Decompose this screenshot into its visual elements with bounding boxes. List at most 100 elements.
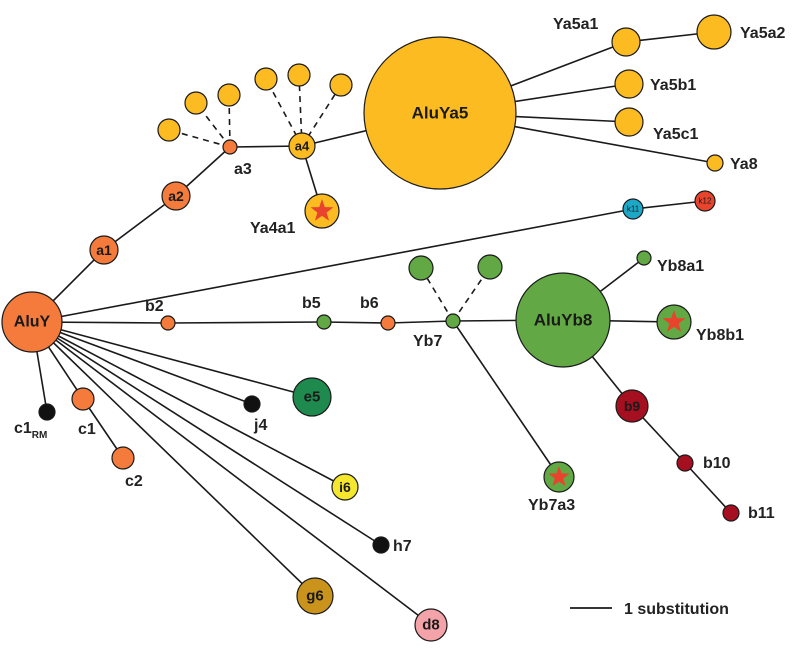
edge-aluy-i6 [31, 321, 346, 488]
label-yb8b1: Yb8b1 [696, 327, 744, 344]
label-aluy: AluY [14, 314, 51, 331]
node-aluyb8 [515, 272, 611, 368]
node-a1 [89, 235, 119, 265]
label-b5: b5 [302, 295, 321, 312]
node-c1rm [38, 403, 56, 421]
star-yb8b1-icon [662, 310, 686, 332]
node-b6 [380, 315, 396, 331]
edge-yb7-yb7a3 [452, 320, 560, 478]
label-g6: g6 [306, 588, 324, 605]
node-i6 [331, 473, 359, 501]
node-a2 [161, 181, 191, 211]
label-b11: b11 [748, 505, 775, 522]
inner-labels: AluYa5 AluYb8 AluY a1 a2 a4 e5 i6 g6 d8 … [14, 104, 712, 634]
label-c1rm: c1RM [14, 420, 47, 441]
edge-c1-c2 [82, 398, 124, 459]
node-b11 [722, 504, 740, 522]
node-dashed-a3-3 [217, 83, 241, 107]
node-dashed-a4-3 [329, 73, 353, 97]
node-a3 [222, 139, 238, 155]
edge-aluy-k11 [31, 208, 634, 323]
label-a1: a1 [96, 242, 112, 258]
label-aluyb8: AluYb8 [534, 311, 593, 330]
label-j4: j4 [253, 417, 267, 434]
label-a2: a2 [168, 188, 184, 204]
edge-b6-yb7 [387, 320, 454, 324]
edge-aluy-e5 [31, 321, 313, 398]
node-h7 [372, 536, 390, 554]
label-yb7: Yb7 [413, 333, 442, 350]
node-a4 [288, 132, 316, 160]
scale-bar: 1 substitution [570, 601, 729, 618]
node-dashed-yb7-1 [408, 255, 434, 281]
outer-labels: Ya5a1 Ya5a2 Ya5b1 Ya5c1 Ya8 a3 Ya4a1 b2 … [14, 16, 785, 555]
label-h7: h7 [393, 538, 412, 555]
label-yb7a3: Yb7a3 [528, 497, 575, 514]
label-ya4a1: Ya4a1 [250, 220, 295, 237]
label-k12: k12 [699, 197, 712, 206]
label-i6: i6 [339, 479, 351, 495]
node-ya5a2 [696, 14, 732, 50]
node-ya5c1 [614, 107, 644, 137]
label-yb8a1: Yb8a1 [657, 258, 704, 275]
label-c1: c1 [78, 421, 96, 438]
label-c1rm-sub: RM [32, 430, 48, 441]
network-nodes [1, 14, 740, 642]
star-yb7a3-icon [548, 466, 570, 486]
node-yb8a1 [636, 250, 652, 266]
node-yb7 [445, 313, 461, 329]
node-b9 [615, 389, 649, 423]
star-ya4a1-icon [310, 199, 334, 221]
node-ya5b1 [614, 69, 644, 99]
label-d8: d8 [422, 617, 440, 634]
edge-k11-k12 [632, 200, 706, 210]
label-c1rm-main: c1 [14, 420, 32, 437]
node-aluy [1, 291, 63, 353]
node-dashed-a3-2 [184, 91, 208, 115]
scale-bar-label: 1 substitution [624, 601, 729, 618]
label-b6: b6 [360, 295, 379, 312]
label-a4: a4 [295, 139, 310, 154]
edge-aluy-g6 [31, 321, 316, 597]
node-dashed-a4-1 [254, 67, 278, 91]
node-c1 [71, 387, 95, 411]
node-g6 [296, 577, 334, 615]
node-dashed-a3-1 [157, 118, 181, 142]
label-ya5c1: Ya5c1 [653, 126, 698, 143]
edge-dashed-a3-3 [228, 94, 231, 148]
node-ya5a1 [611, 27, 641, 57]
node-c2 [111, 446, 135, 470]
label-c2: c2 [125, 473, 143, 490]
label-ya8: Ya8 [730, 156, 758, 173]
edge-aluy-h7 [31, 321, 382, 546]
label-aluya5: AluYa5 [412, 104, 469, 123]
label-b2: b2 [145, 298, 164, 315]
label-b9: b9 [624, 398, 641, 414]
stars [310, 199, 686, 486]
label-k11: k11 [627, 205, 640, 214]
node-d8 [414, 608, 448, 642]
edge-b2-b5 [167, 321, 325, 324]
label-ya5a1: Ya5a1 [553, 16, 598, 33]
edge-b10-b11 [684, 462, 732, 514]
node-j4 [243, 395, 261, 413]
node-k11 [622, 198, 644, 220]
label-b10: b10 [703, 455, 731, 472]
node-aluya5 [363, 36, 517, 190]
label-a3: a3 [234, 161, 252, 178]
node-ya8 [706, 154, 724, 172]
node-dashed-a4-2 [287, 63, 311, 87]
label-ya5a2: Ya5a2 [740, 25, 785, 42]
node-dashed-yb7-2 [477, 254, 503, 280]
node-b2 [160, 315, 176, 331]
label-e5: e5 [304, 389, 321, 406]
edge-b5-b6 [323, 321, 389, 324]
edge-a1-a2 [103, 195, 177, 251]
label-ya5b1: Ya5b1 [650, 77, 696, 94]
node-k12 [694, 190, 716, 212]
node-b10 [676, 454, 694, 472]
node-e5 [292, 377, 332, 417]
edge-aluy-d8 [31, 321, 432, 626]
edge-aluy-j4 [31, 321, 253, 405]
